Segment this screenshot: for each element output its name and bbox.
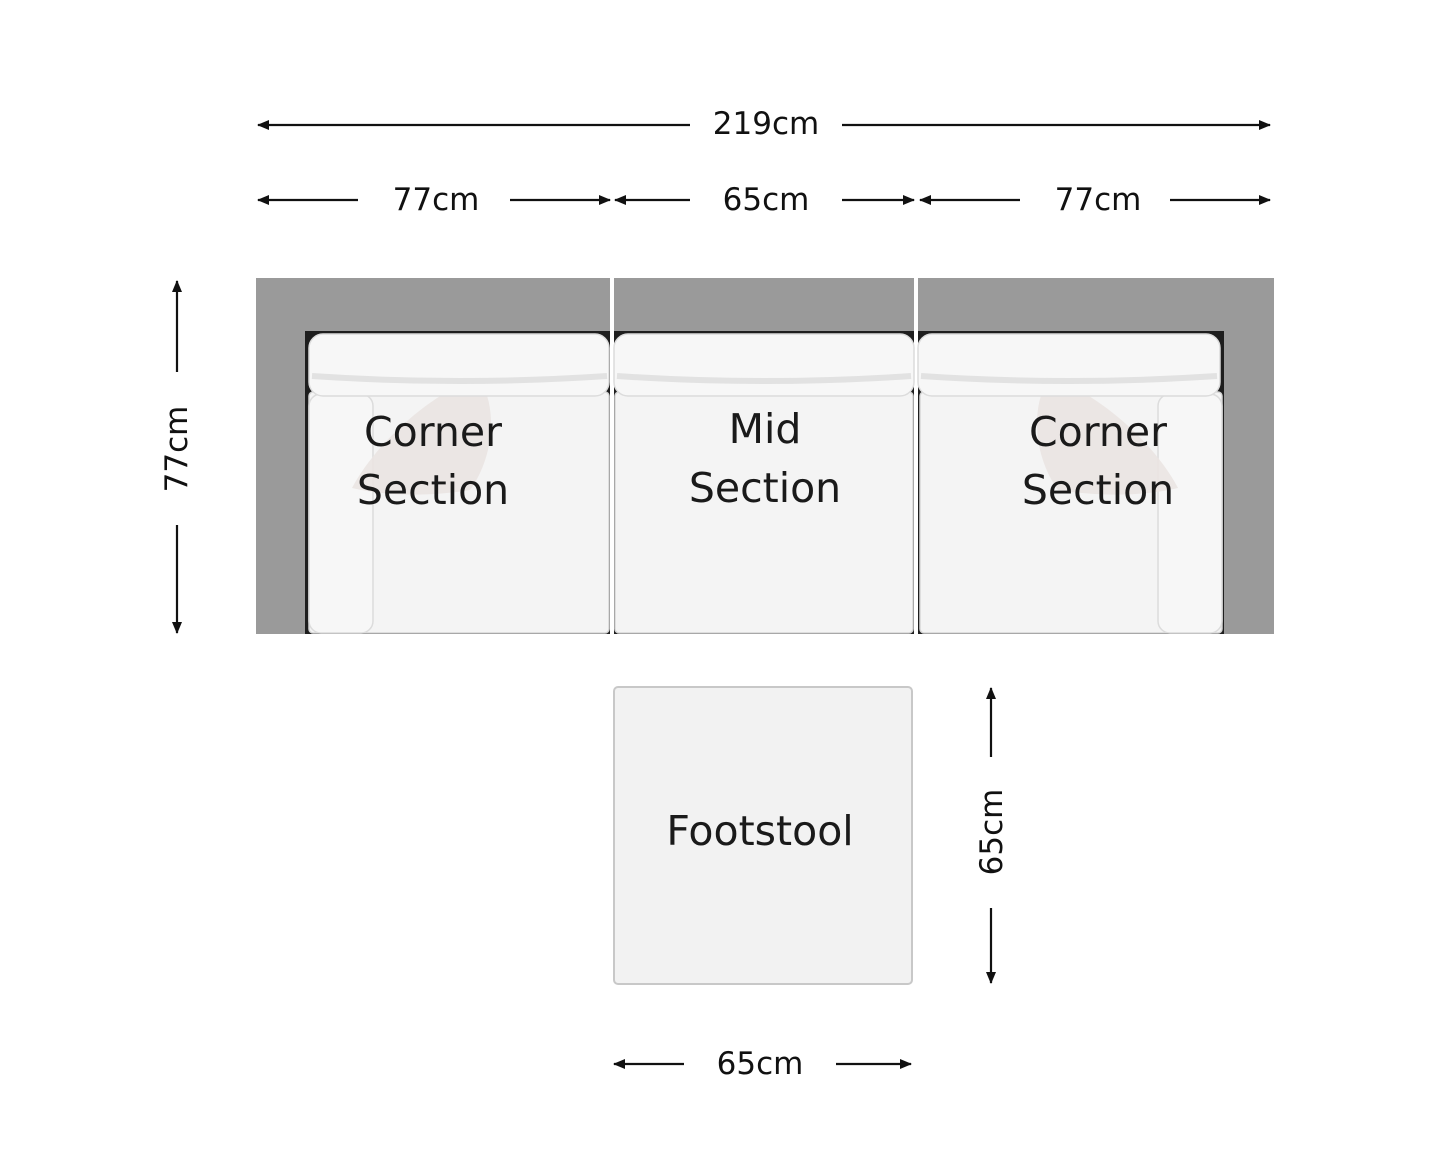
pillow-right <box>1036 376 1178 495</box>
back-cushion-left-band <box>311 373 608 384</box>
corner-left-width-dimension: 77cm <box>257 182 611 218</box>
back-cushion-mid <box>613 333 915 397</box>
total-width-dimension: 219cm <box>257 106 1271 142</box>
back-cushion-mid-band <box>616 373 912 384</box>
back-cushion-right-band <box>920 373 1218 384</box>
mid-label-line1: Mid <box>729 405 802 453</box>
footstool-width-label: 65cm <box>717 1046 804 1082</box>
mid-label-line2: Section <box>689 464 841 512</box>
corner-left-width-label: 77cm <box>393 182 480 218</box>
depth-label: 77cm <box>159 406 195 493</box>
footstool-label: Footstool <box>666 807 853 855</box>
footstool: Footstool <box>613 686 913 985</box>
corner-right-label-line2: Section <box>1022 466 1174 514</box>
total-width-label: 219cm <box>713 106 819 142</box>
footstool-depth-dimension: 65cm <box>974 687 1010 984</box>
footstool-width-dimension: 65cm <box>613 1046 912 1082</box>
corner-right-width-label: 77cm <box>1055 182 1142 218</box>
pillow-left <box>352 376 492 495</box>
mid-width-dimension: 65cm <box>614 182 915 218</box>
footstool-cushion <box>613 686 913 985</box>
corner-left-label-line1: Corner <box>364 408 502 456</box>
corner-right-width-dimension: 77cm <box>919 182 1271 218</box>
corner-left-label-line2: Section <box>357 466 509 514</box>
mid-width-label: 65cm <box>723 182 810 218</box>
back-cushion-left <box>308 333 610 397</box>
corner-right-label-line1: Corner <box>1029 408 1167 456</box>
footstool-depth-label: 65cm <box>974 789 1010 876</box>
sofa: Corner Section Mid Section Corner Sectio… <box>256 278 1274 634</box>
back-cushion-right <box>917 333 1221 397</box>
depth-dimension: 77cm <box>159 280 195 634</box>
